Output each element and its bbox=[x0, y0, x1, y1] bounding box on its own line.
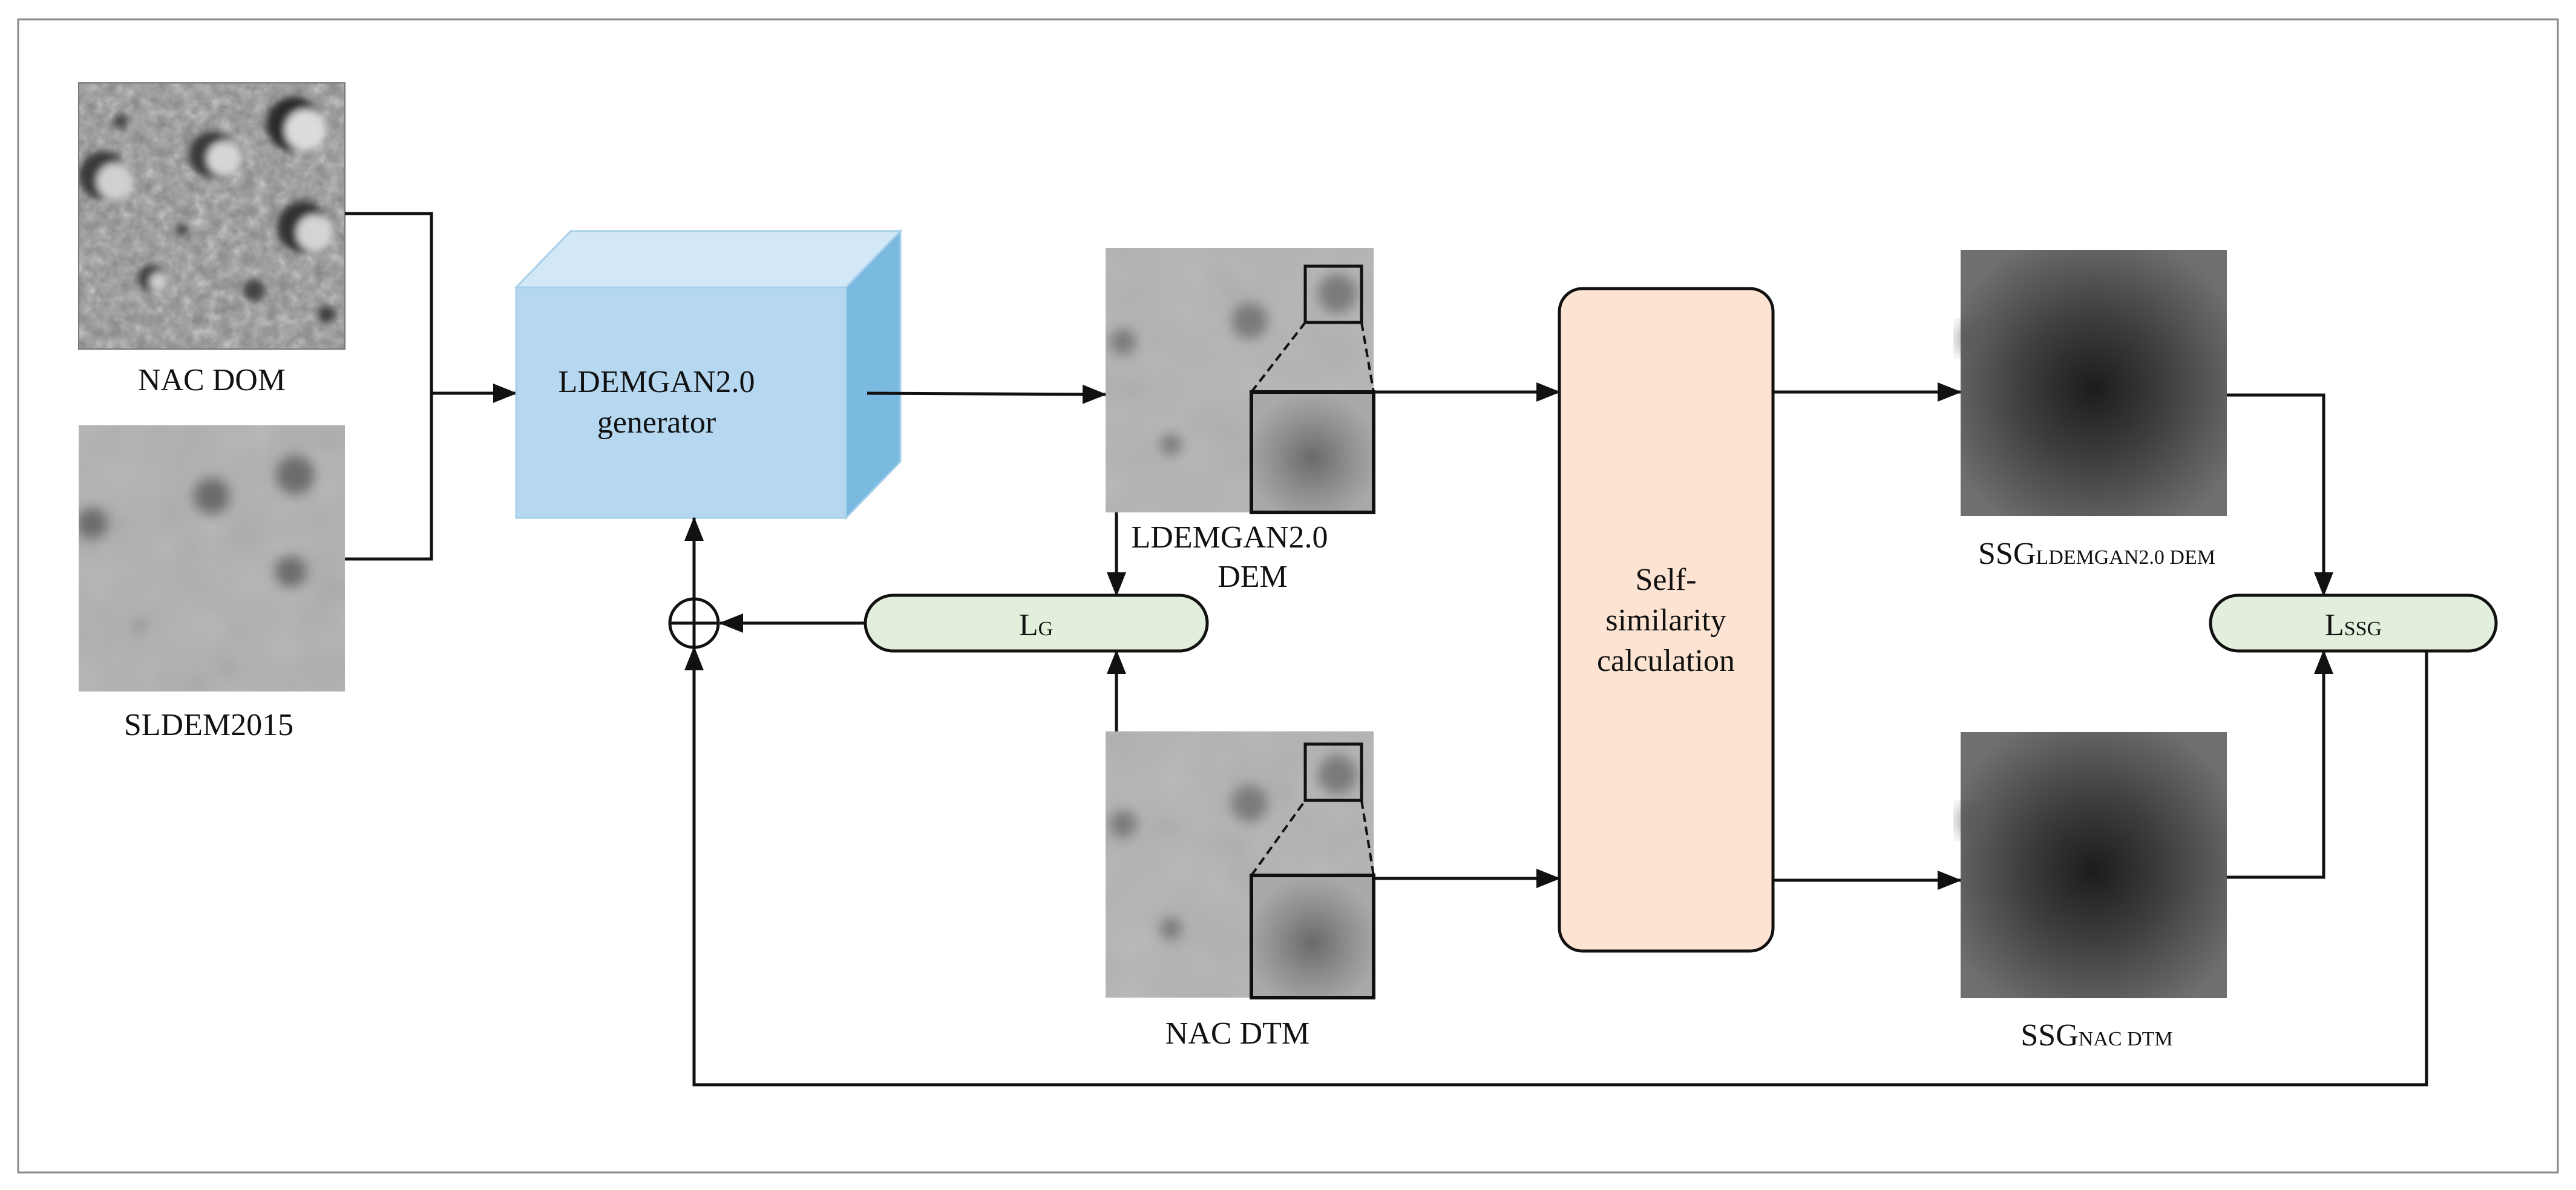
sldem2015-image bbox=[79, 425, 345, 691]
ssg-dem-image bbox=[1957, 250, 2227, 516]
dem-label-line2: DEM bbox=[1218, 560, 1288, 594]
nac-dom-label: NAC DOM bbox=[138, 363, 286, 397]
lssg-loss-label: LSSG bbox=[2325, 608, 2382, 642]
self-similarity-label-line1: Self- bbox=[1635, 563, 1696, 597]
lssg-feedback-arrow bbox=[684, 646, 2428, 1087]
nac-dtm-label: NAC DTM bbox=[1165, 1016, 1309, 1051]
generator-label-line2: generator bbox=[597, 405, 716, 440]
nac-dom-image bbox=[79, 83, 345, 349]
ldemgan-dem-image bbox=[1106, 248, 1374, 512]
self-similarity-label-line2: similarity bbox=[1605, 603, 1726, 638]
dem-label-line1: LDEMGAN2.0 bbox=[1132, 520, 1328, 555]
sum-node bbox=[668, 597, 720, 649]
ssg-dtm-label: SSGNAC DTM bbox=[2020, 1018, 2172, 1053]
ssg-dtm-image bbox=[1957, 732, 2227, 998]
nac-dtm-image bbox=[1106, 731, 1374, 998]
self-similarity-label-line3: calculation bbox=[1597, 644, 1735, 678]
self-similarity-block bbox=[1558, 287, 1775, 953]
lssg-loss-box bbox=[2209, 593, 2498, 653]
generator-block: LDEMGAN2.0 generator bbox=[514, 229, 903, 520]
ssg-dem-label: SSGLDEMGAN2.0 DEM bbox=[1978, 537, 2215, 571]
generator-to-dem-arrow bbox=[867, 384, 1107, 404]
ssg-dtm-to-lssg-arrow bbox=[2227, 650, 2333, 879]
generator-top-face bbox=[514, 230, 903, 289]
ssg-dem-to-lssg-arrow bbox=[2227, 393, 2333, 597]
dtm-zoom-inset bbox=[1250, 742, 1375, 999]
lg-loss-label: LG bbox=[1019, 608, 1053, 642]
generator-front-face bbox=[515, 286, 847, 519]
input-merge-connector bbox=[345, 212, 517, 561]
sldem2015-label: SLDEM2015 bbox=[124, 708, 293, 742]
dem-zoom-inset bbox=[1250, 264, 1375, 514]
generator-label-line1: LDEMGAN2.0 bbox=[559, 365, 755, 399]
outer-frame bbox=[17, 18, 2559, 1174]
